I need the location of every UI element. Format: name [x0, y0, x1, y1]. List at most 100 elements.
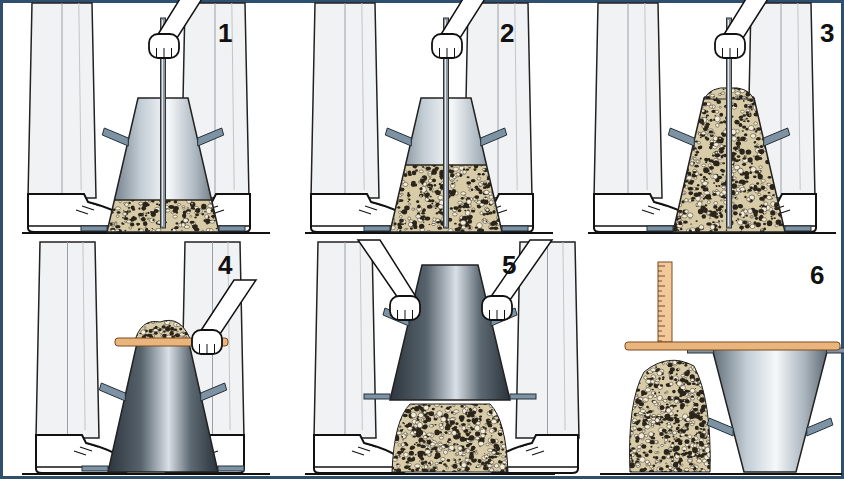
aggregate	[768, 192, 771, 194]
arm	[440, 0, 488, 38]
aggregate	[479, 182, 483, 186]
aggregate	[481, 181, 484, 184]
aggregate	[703, 176, 706, 179]
aggregate	[690, 133, 693, 136]
aggregate	[776, 170, 780, 174]
aggregate	[758, 193, 761, 195]
aggregate	[759, 166, 762, 169]
finger-line	[737, 48, 738, 57]
aggregate	[731, 183, 737, 189]
aggregate	[166, 311, 170, 314]
aggregate	[720, 214, 724, 218]
aggregate	[778, 220, 781, 222]
aggregate	[781, 108, 783, 110]
aggregate	[165, 209, 170, 212]
aggregate	[419, 187, 422, 190]
aggregate	[716, 123, 720, 127]
aggregate	[679, 171, 681, 173]
aggregate	[747, 192, 749, 194]
aggregate	[136, 223, 140, 225]
aggregate	[744, 155, 746, 156]
aggregate	[705, 87, 708, 90]
aggregate	[677, 145, 683, 149]
aggregate	[675, 158, 677, 159]
finger-line	[207, 344, 208, 353]
aggregate	[394, 188, 396, 190]
aggregate	[482, 219, 484, 221]
aggregate	[701, 132, 706, 135]
aggregate	[713, 96, 715, 97]
aggregate	[719, 113, 723, 117]
aggregate	[704, 158, 708, 161]
aggregate	[488, 226, 492, 229]
aggregate	[394, 182, 397, 185]
aggregate	[740, 187, 745, 191]
aggregate	[194, 216, 197, 218]
trouser-fold	[83, 242, 85, 430]
aggregate	[738, 159, 740, 161]
aggregate	[715, 110, 719, 113]
aggregate	[731, 152, 737, 155]
aggregate	[680, 228, 683, 230]
aggregate	[132, 208, 135, 211]
aggregate	[454, 182, 456, 183]
aggregate	[715, 213, 718, 215]
aggregate	[493, 166, 497, 169]
aggregate	[395, 173, 399, 177]
aggregate	[179, 328, 182, 331]
aggregate	[503, 409, 508, 413]
aggregate	[187, 329, 193, 334]
aggregate	[685, 104, 689, 107]
aggregate	[175, 312, 179, 315]
aggregate	[139, 317, 141, 319]
aggregate	[216, 212, 219, 215]
aggregate	[168, 329, 170, 330]
aggregate	[503, 425, 506, 428]
aggregate	[760, 152, 762, 153]
foot-piece	[81, 226, 107, 231]
aggregate	[676, 160, 679, 163]
aggregate	[749, 114, 751, 115]
foot-piece	[364, 226, 390, 231]
aggregate	[783, 163, 787, 166]
aggregate	[192, 208, 195, 210]
aggregate	[739, 226, 744, 230]
aggregate	[141, 217, 146, 221]
aggregate	[716, 189, 718, 191]
aggregate	[152, 219, 154, 221]
aggregate	[712, 221, 715, 223]
aggregate	[718, 94, 721, 96]
shoe-lace	[648, 206, 660, 210]
aggregate	[122, 217, 124, 218]
aggregate	[738, 168, 743, 173]
aggregate	[683, 98, 688, 101]
aggregate	[186, 320, 189, 322]
aggregate	[769, 117, 774, 120]
aggregate	[706, 111, 708, 113]
aggregate	[407, 192, 409, 194]
aggregate	[422, 425, 427, 429]
aggregate	[143, 221, 148, 226]
aggregate	[681, 107, 685, 110]
aggregate	[458, 227, 461, 230]
shoe-lace	[365, 206, 377, 210]
aggregate	[414, 444, 416, 446]
aggregate	[682, 214, 687, 218]
aggregate	[749, 86, 755, 91]
aggregate	[704, 102, 707, 105]
trouser-leg	[28, 3, 96, 198]
aggregate	[773, 104, 776, 106]
aggregate	[421, 212, 425, 214]
arm	[723, 0, 771, 38]
aggregate	[743, 100, 745, 102]
aggregate	[400, 199, 404, 202]
aggregate	[131, 321, 135, 323]
aggregate	[471, 179, 476, 183]
aggregate	[693, 171, 697, 173]
aggregate	[186, 311, 192, 317]
aggregate	[471, 209, 475, 212]
aggregate	[754, 141, 756, 143]
aggregate	[778, 104, 780, 106]
aggregate	[132, 326, 134, 328]
aggregate	[397, 222, 401, 227]
